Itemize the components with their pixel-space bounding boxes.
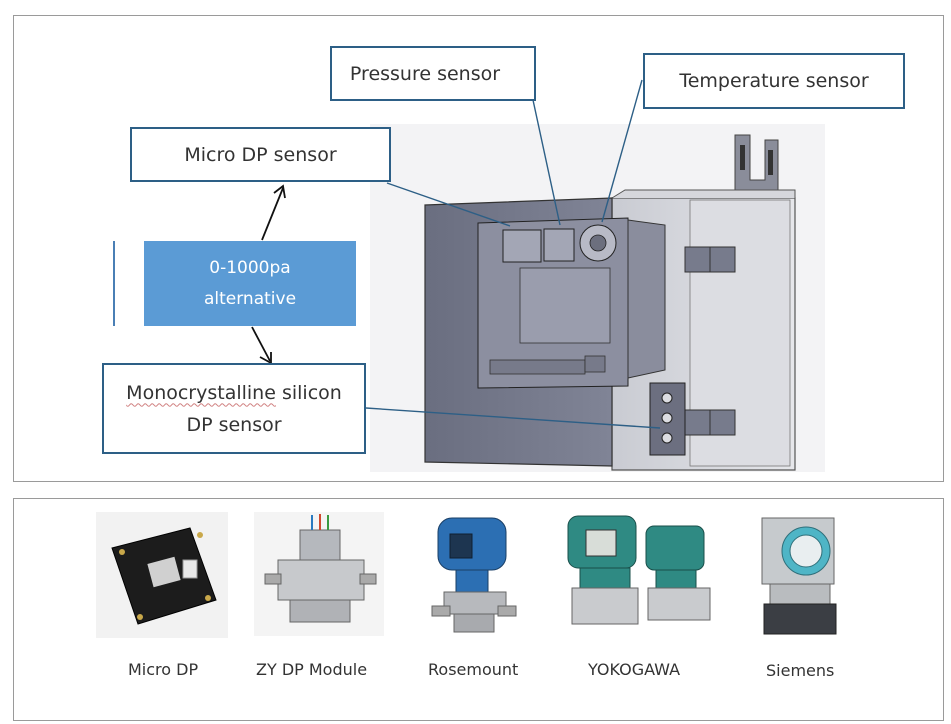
micro-dp-sensor-callout: Micro DP sensor — [130, 127, 391, 182]
silicon-word: silicon — [275, 381, 342, 404]
product-label-rosemount: Rosemount — [428, 660, 519, 679]
pressure-sensor-callout: Pressure sensor — [330, 46, 536, 101]
range-line2: alternative — [203, 288, 297, 309]
monocrystalline-callout-line1: Monocrystalline silicon — [126, 377, 342, 409]
range-line1: 0-1000pa — [209, 257, 291, 278]
product-label-micro-dp: Micro DP — [128, 660, 199, 679]
product-label-yokogawa: YOKOGAWA — [588, 660, 681, 679]
product-label-zy-dp-module: ZY DP Module — [256, 660, 368, 679]
monocrystalline-dp-sensor-callout: Monocrystalline silicon DP sensor — [102, 363, 366, 454]
temperature-sensor-callout: Temperature sensor — [643, 53, 905, 109]
range-alternative-box: 0-1000pa alternative — [144, 241, 356, 326]
sensor-products-panel — [13, 498, 944, 721]
product-label-siemens: Siemens — [766, 661, 835, 680]
monocrystalline-callout-line2: DP sensor — [186, 413, 282, 436]
monocrystalline-word: Monocrystalline — [126, 381, 276, 404]
range-side-bar — [113, 241, 115, 326]
